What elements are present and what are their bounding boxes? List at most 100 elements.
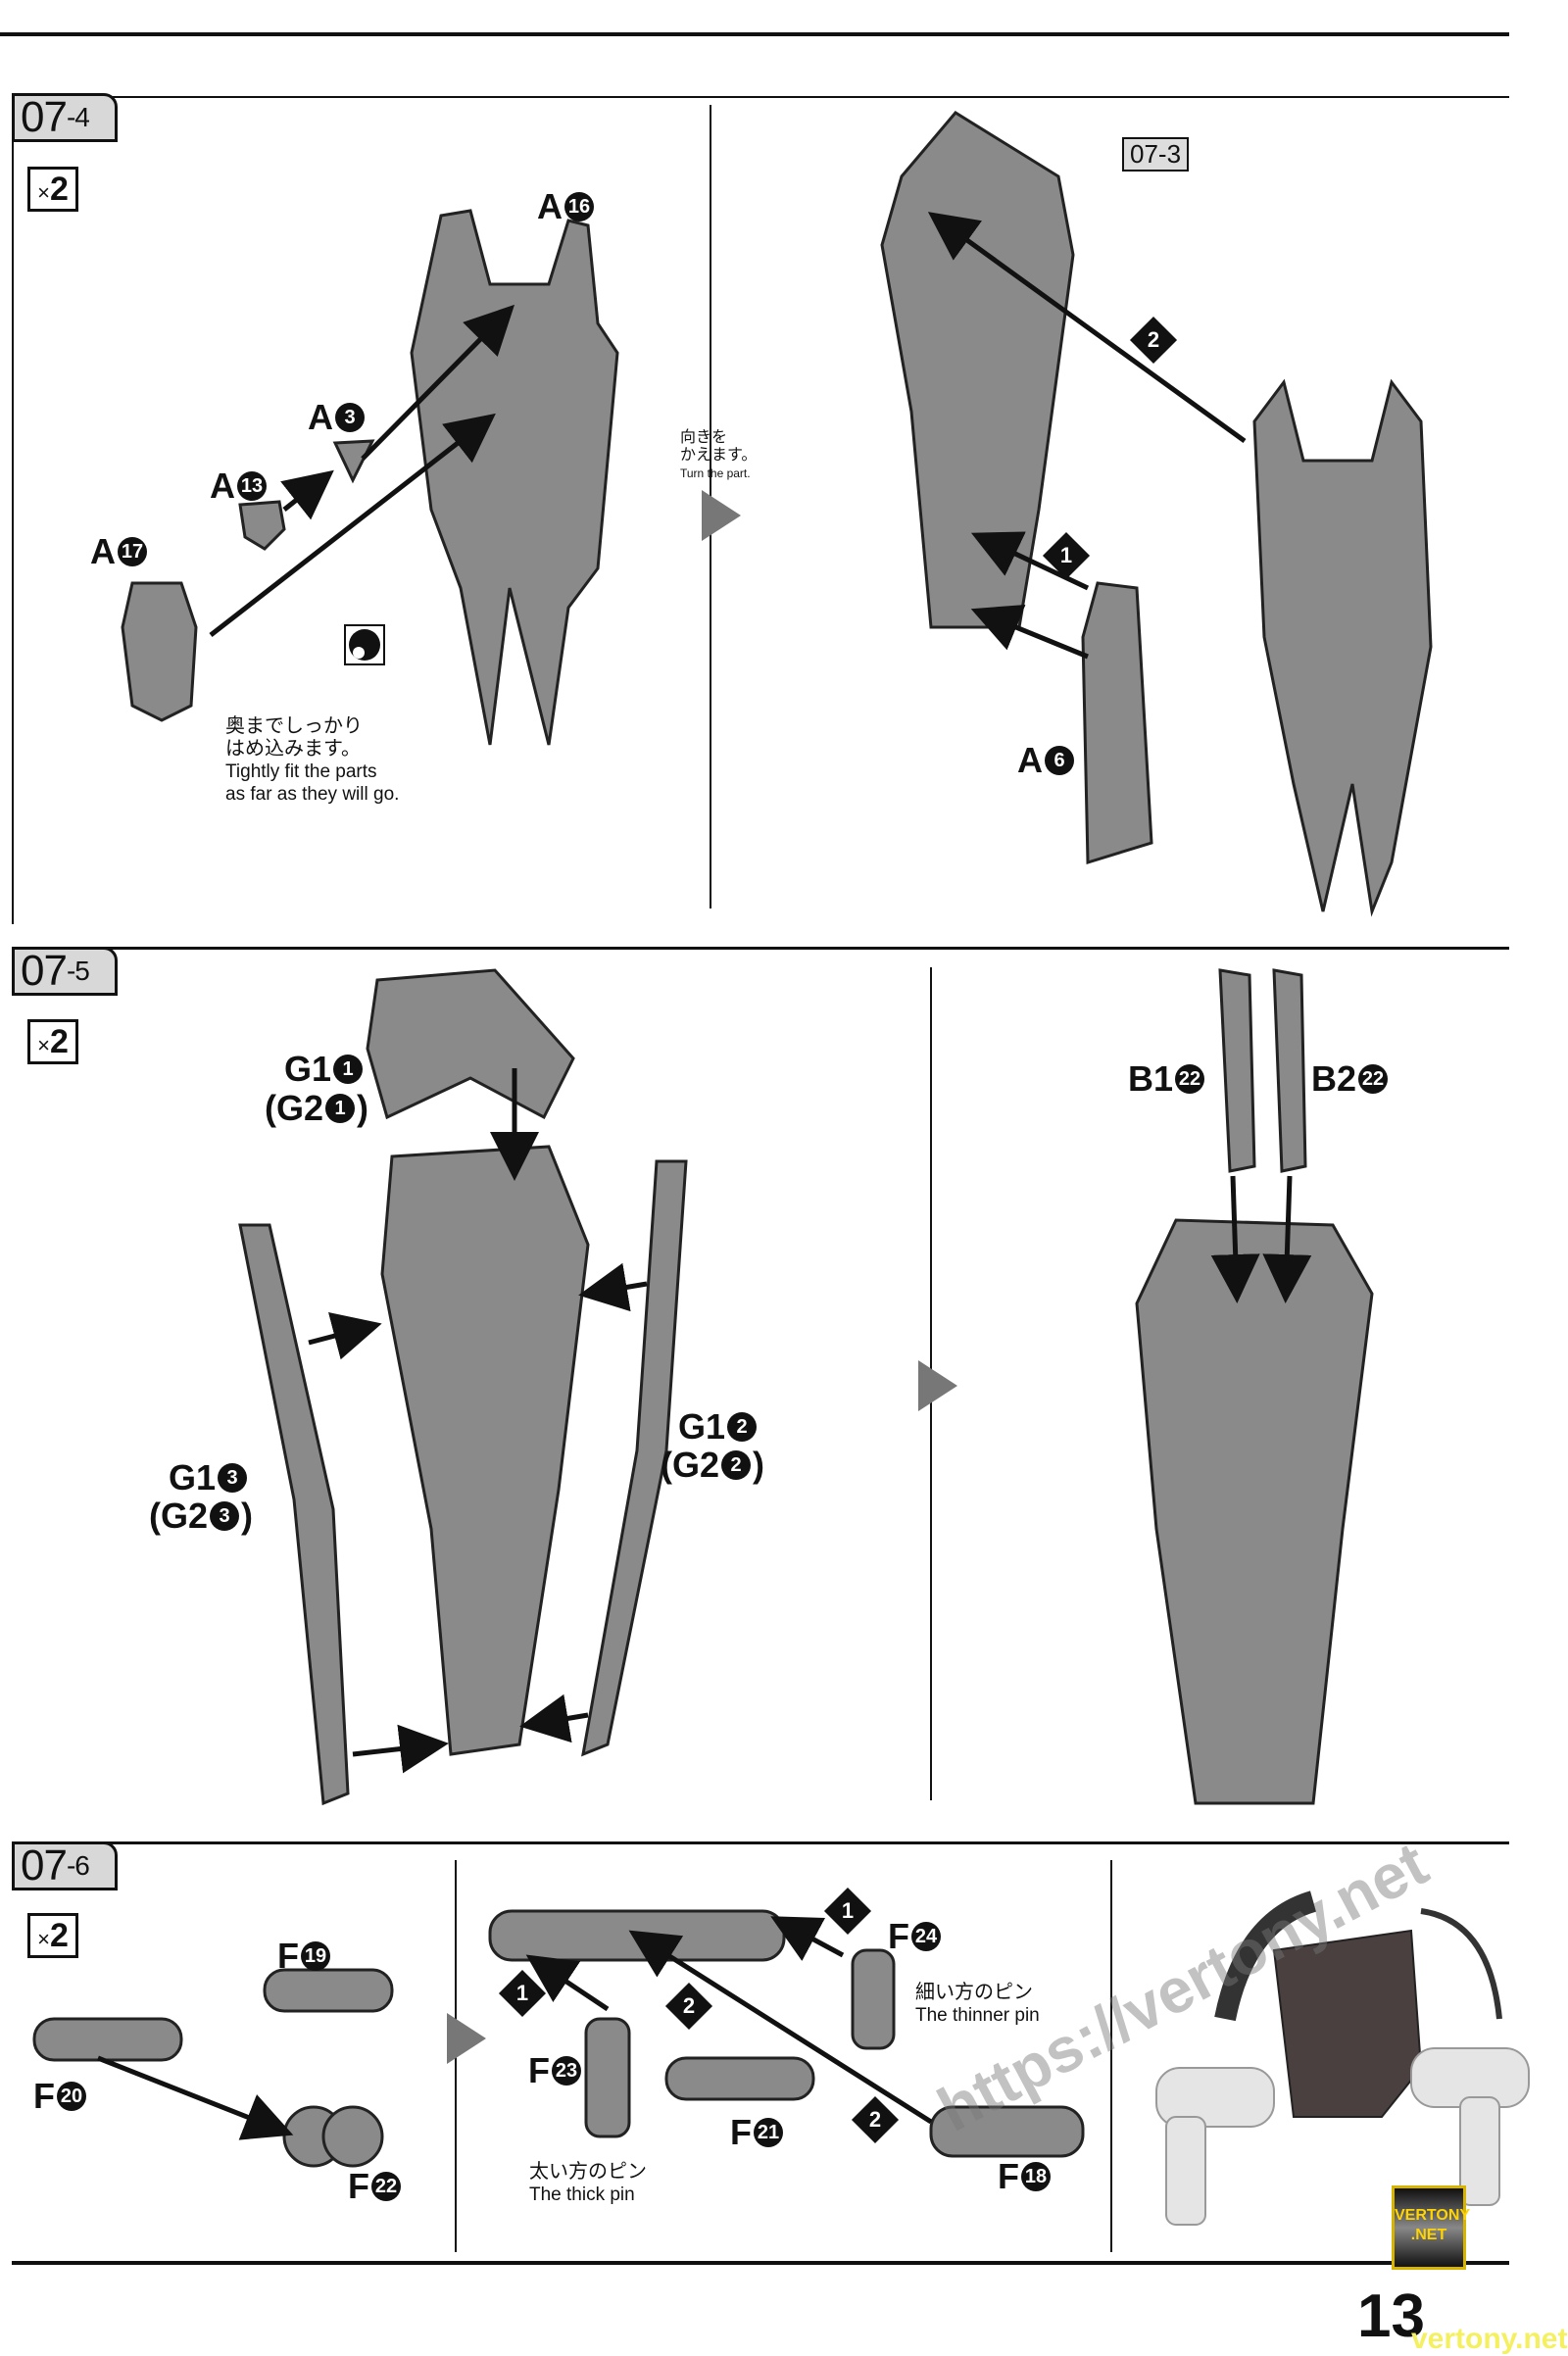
- step-marker: 2: [664, 1982, 713, 2031]
- times-sign: ×: [37, 1033, 50, 1057]
- part-number: 3: [210, 1501, 240, 1531]
- part-f20: [32, 2017, 183, 2062]
- step-number: 07: [21, 1841, 68, 1890]
- thin-pin-note: 細い方のピン The thinner pin: [915, 1982, 1040, 2027]
- thick-pin-note: 太い方のピン The thick pin: [529, 2161, 647, 2206]
- step-marker-number: 1: [1059, 543, 1073, 567]
- step-marker: 2: [851, 2095, 900, 2144]
- part-dark-assembly: [1272, 1929, 1423, 2118]
- part-letter: B1: [1128, 1058, 1174, 1099]
- part-number: 2: [727, 1412, 758, 1442]
- times-sign: ×: [37, 1927, 50, 1951]
- step-marker: 1: [498, 1969, 547, 2018]
- part-letter: F: [730, 2112, 752, 2152]
- part-number: 1: [333, 1055, 364, 1084]
- step-marker-number: 2: [1147, 327, 1160, 352]
- part-number: 20: [57, 2082, 86, 2111]
- multiplier: 2: [49, 171, 69, 208]
- note-jp: かえます。: [680, 447, 758, 464]
- part-number: 23: [552, 2056, 581, 2086]
- logo-line: VERTONY: [1395, 2207, 1471, 2224]
- part-number: 13: [237, 471, 267, 501]
- note-en: The thick pin: [529, 2184, 635, 2205]
- part-letter: F: [348, 2166, 369, 2206]
- part-f18: [929, 2105, 1085, 2158]
- part-letter: G1: [169, 1457, 217, 1497]
- rotate-arrow: [1214, 1890, 1317, 2022]
- part-number: 3: [218, 1463, 248, 1493]
- paren: ): [357, 1088, 369, 1128]
- part-f21: [664, 2056, 815, 2101]
- step-number: 07: [21, 93, 68, 141]
- part-a13: [238, 500, 286, 551]
- part-number: 22: [1358, 1064, 1389, 1094]
- note-jp: 細い方のピン: [915, 1982, 1033, 2003]
- quantity-badge: ×2: [27, 1019, 78, 1064]
- site-watermark: vertony.net: [1411, 2323, 1568, 2355]
- part-letter: F: [998, 2156, 1019, 2196]
- part-number: 22: [371, 2172, 401, 2201]
- part-a16: [410, 209, 619, 746]
- part-number: 1: [325, 1094, 356, 1123]
- part-b2: [1272, 968, 1307, 1173]
- note-en: Tightly fit the parts: [225, 761, 377, 782]
- part-letter: A: [210, 466, 235, 506]
- step-marker: 2: [1129, 316, 1178, 365]
- part-number: 22: [1175, 1064, 1205, 1094]
- next-arrow-icon: [447, 2013, 486, 2064]
- step-number: 07: [21, 947, 68, 995]
- part-g1-1: [366, 968, 575, 1120]
- bottom-rule: [12, 2261, 1509, 2265]
- part-letter: (G2: [149, 1496, 209, 1536]
- multiplier: 2: [49, 1917, 69, 1954]
- step-marker-number: 2: [682, 1993, 696, 2018]
- note-jp: 向きを: [680, 429, 728, 446]
- next-arrow-icon: [702, 490, 741, 541]
- fit-note: 奥までしっかり はめ込みます。 Tightly fit the parts as…: [225, 715, 399, 806]
- part-assembled-05: [1135, 1218, 1374, 1805]
- frame-left: [12, 96, 14, 924]
- part-letter: G1: [678, 1406, 726, 1447]
- page-number: 13: [1357, 2282, 1425, 2350]
- divider: [1110, 1860, 1112, 2252]
- times-sign: ×: [37, 180, 50, 205]
- part-g1-2: [581, 1159, 688, 1757]
- part-letter: A: [1017, 740, 1043, 780]
- note-jp: 太い方のピン: [529, 2161, 647, 2183]
- step-header-07-6: 07-6: [12, 1841, 118, 1890]
- step-marker-number: 1: [515, 1981, 529, 2005]
- part-letter: F: [888, 1916, 909, 1956]
- quantity-badge: ×2: [27, 167, 78, 212]
- turn-note: 向きを かえます。 Turn the part.: [680, 429, 757, 482]
- part-number: 6: [1045, 746, 1074, 775]
- part-letter: A: [537, 186, 563, 226]
- part-letter: (G2: [265, 1088, 324, 1128]
- part-number: 16: [564, 192, 594, 221]
- part-f24: [851, 1948, 896, 2050]
- rotate-arrow: [1420, 1908, 1502, 2020]
- step-sub: -5: [66, 956, 90, 986]
- part-body: [380, 1145, 590, 1756]
- part-assembled-front: [1252, 378, 1433, 917]
- note-jp: はめ込みます。: [225, 738, 361, 760]
- reference-tag: 07-3: [1122, 137, 1190, 172]
